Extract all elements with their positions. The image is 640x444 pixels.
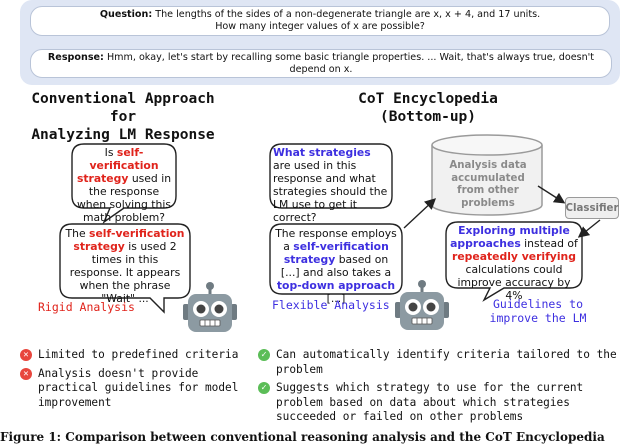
question-label: Question: [99, 9, 153, 20]
classifier-box: Classifier [565, 197, 619, 219]
right-answer-text: The response employs a self-verification… [275, 227, 397, 305]
robot-icon [395, 280, 449, 330]
robot-icon [183, 282, 237, 332]
guideline-text: Exploring multiple approaches instead of… [450, 224, 578, 302]
left-heading: Conventional Approach for Analyzing LM R… [18, 90, 228, 144]
left-question-text: Is self-verification strategy used in th… [76, 146, 172, 224]
arrow-to-classifier [537, 185, 566, 204]
right-heading-line-2: (Bottom-up) [379, 109, 477, 125]
x-circle-icon: ✕ [20, 367, 32, 380]
guidelines-caption: Guidelines to improve the LM [489, 297, 587, 325]
figure-caption: Figure 1: Comparison between conventiona… [0, 430, 605, 444]
right-heading-line-1: CoT Encyclopedia [358, 91, 498, 107]
right-question-bubble [269, 143, 393, 209]
response-label: Response: [47, 51, 104, 63]
rigid-analysis-caption: Rigid Analysis [38, 300, 135, 314]
check-circle-icon: ✓ [258, 349, 270, 361]
left-answer-text: The self-verification strategy is used 2… [65, 227, 185, 305]
left-answer-bubble [59, 223, 191, 314]
left-heading-line-2: Analyzing LM Response [31, 127, 215, 143]
left-question-bubble [71, 143, 177, 224]
arrow-to-guidelines [577, 219, 601, 238]
list-item: ✕ Limited to predefined criteria [20, 348, 260, 363]
left-heading-line-1: Conventional Approach for [31, 91, 215, 125]
list-item: ✓ Suggests which strategy to use for the… [258, 381, 628, 425]
right-heading: CoT Encyclopedia (Bottom-up) [338, 90, 518, 126]
database-label: Analysis data accumulated from other pro… [449, 160, 527, 209]
left-drawbacks-list: ✕ Limited to predefined criteria ✕ Analy… [20, 348, 260, 414]
right-question-text: What strategies are used in this respons… [273, 146, 388, 224]
question-text-1: The lengths of the sides of a non-degene… [155, 9, 541, 20]
response-text: Hmm, okay, let's start by recalling some… [106, 51, 595, 75]
question-box: Question: The lengths of the sides of a … [30, 6, 610, 36]
database-icon [431, 134, 543, 216]
list-item: ✓ Can automatically identify criteria ta… [258, 348, 628, 377]
right-benefits-list: ✓ Can automatically identify criteria ta… [258, 348, 628, 429]
check-circle-icon: ✓ [258, 382, 270, 394]
question-text-2: How many integer values of x are possibl… [215, 21, 425, 32]
response-box: Response: Hmm, okay, let's start by reca… [30, 49, 612, 78]
arrow-to-database [403, 198, 437, 229]
x-circle-icon: ✕ [20, 349, 32, 361]
right-answer-bubble [269, 223, 403, 295]
flexible-analysis-caption: Flexible Analysis [272, 298, 390, 312]
list-item: ✕ Analysis doesn't provide practical gui… [20, 367, 260, 411]
